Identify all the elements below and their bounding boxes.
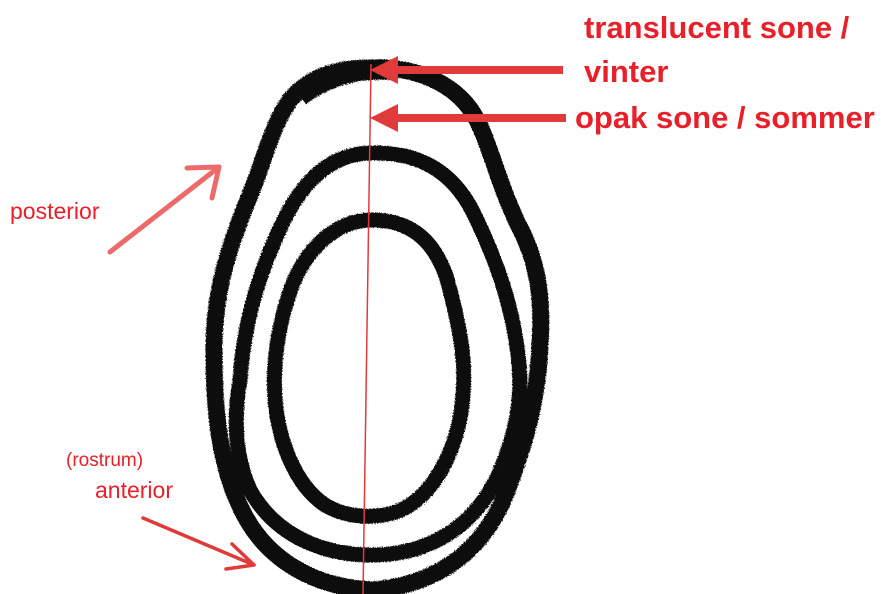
rostrum-label: (rostrum) [66, 451, 143, 470]
arrow-icon [370, 56, 563, 84]
posterior-label: posterior [10, 200, 99, 223]
winter-label: vinter [584, 56, 668, 87]
opaque-zone-label: opak sone / sommer [575, 102, 875, 133]
arrow-icon [143, 518, 254, 569]
inner-ring [274, 220, 463, 516]
arrow-icon [110, 167, 219, 252]
translucent-zone-label: translucent sone / [584, 12, 849, 43]
otolith-rings [214, 68, 541, 590]
anterior-label: anterior [95, 479, 173, 502]
